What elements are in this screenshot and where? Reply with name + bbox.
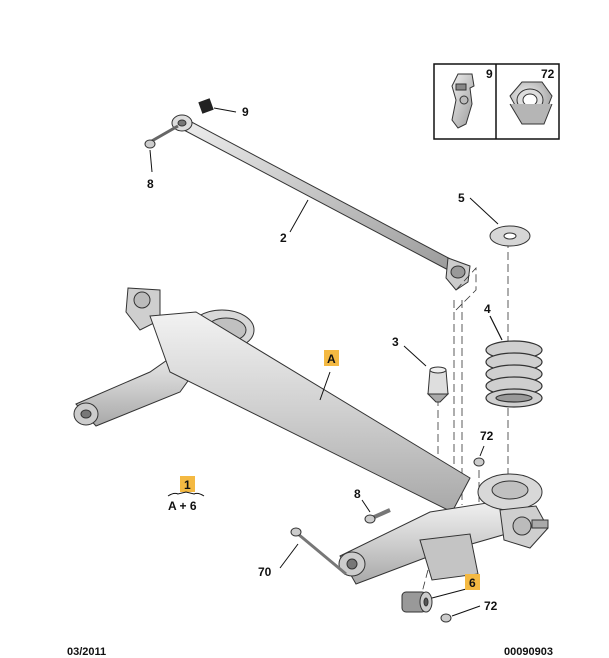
callout-72-upper: 72 xyxy=(480,429,494,443)
svg-text:6: 6 xyxy=(469,576,476,590)
callout-72-lower: 72 xyxy=(484,599,498,613)
bolt-70-icon xyxy=(279,527,347,576)
callout-9: 9 xyxy=(242,105,249,119)
inset-ref-72: 72 xyxy=(541,67,555,81)
bolt-lower-icon xyxy=(361,499,391,524)
callout-8-top: 8 xyxy=(147,177,154,191)
coil-spring xyxy=(485,315,543,408)
bolt-top-icon xyxy=(144,124,179,173)
inset-clip-icon xyxy=(451,73,475,129)
inset-box: 9 72 xyxy=(433,63,560,140)
assembly-note: A + 6 xyxy=(168,499,197,513)
svg-text:1: 1 xyxy=(184,478,191,492)
footer-date: 03/2011 xyxy=(67,646,107,658)
assembly-bracket xyxy=(167,491,205,497)
silent-bloc xyxy=(401,587,471,613)
callout-8-lower: 8 xyxy=(354,487,361,501)
callout-5: 5 xyxy=(458,191,465,205)
tag-6: 6 xyxy=(465,574,480,590)
spring-seat-washer xyxy=(469,197,531,247)
callout-4: 4 xyxy=(484,302,491,316)
svg-text:A: A xyxy=(327,352,336,366)
callout-70: 70 xyxy=(258,565,272,579)
nut-lower-icon xyxy=(440,605,481,623)
rear-axle-beam xyxy=(73,287,549,585)
callout-3: 3 xyxy=(392,335,399,349)
inset-nut-icon xyxy=(509,81,553,125)
inset-ref-9: 9 xyxy=(486,67,493,81)
bush-icon xyxy=(198,98,237,114)
footer-code: 00090903 xyxy=(504,646,553,658)
tag-a: A xyxy=(324,350,339,366)
callout-2: 2 xyxy=(280,231,287,245)
tag-1: 1 xyxy=(180,476,195,492)
panhard-bar xyxy=(171,114,471,291)
nut-upper-icon xyxy=(473,445,485,467)
bump-stop xyxy=(403,345,450,403)
